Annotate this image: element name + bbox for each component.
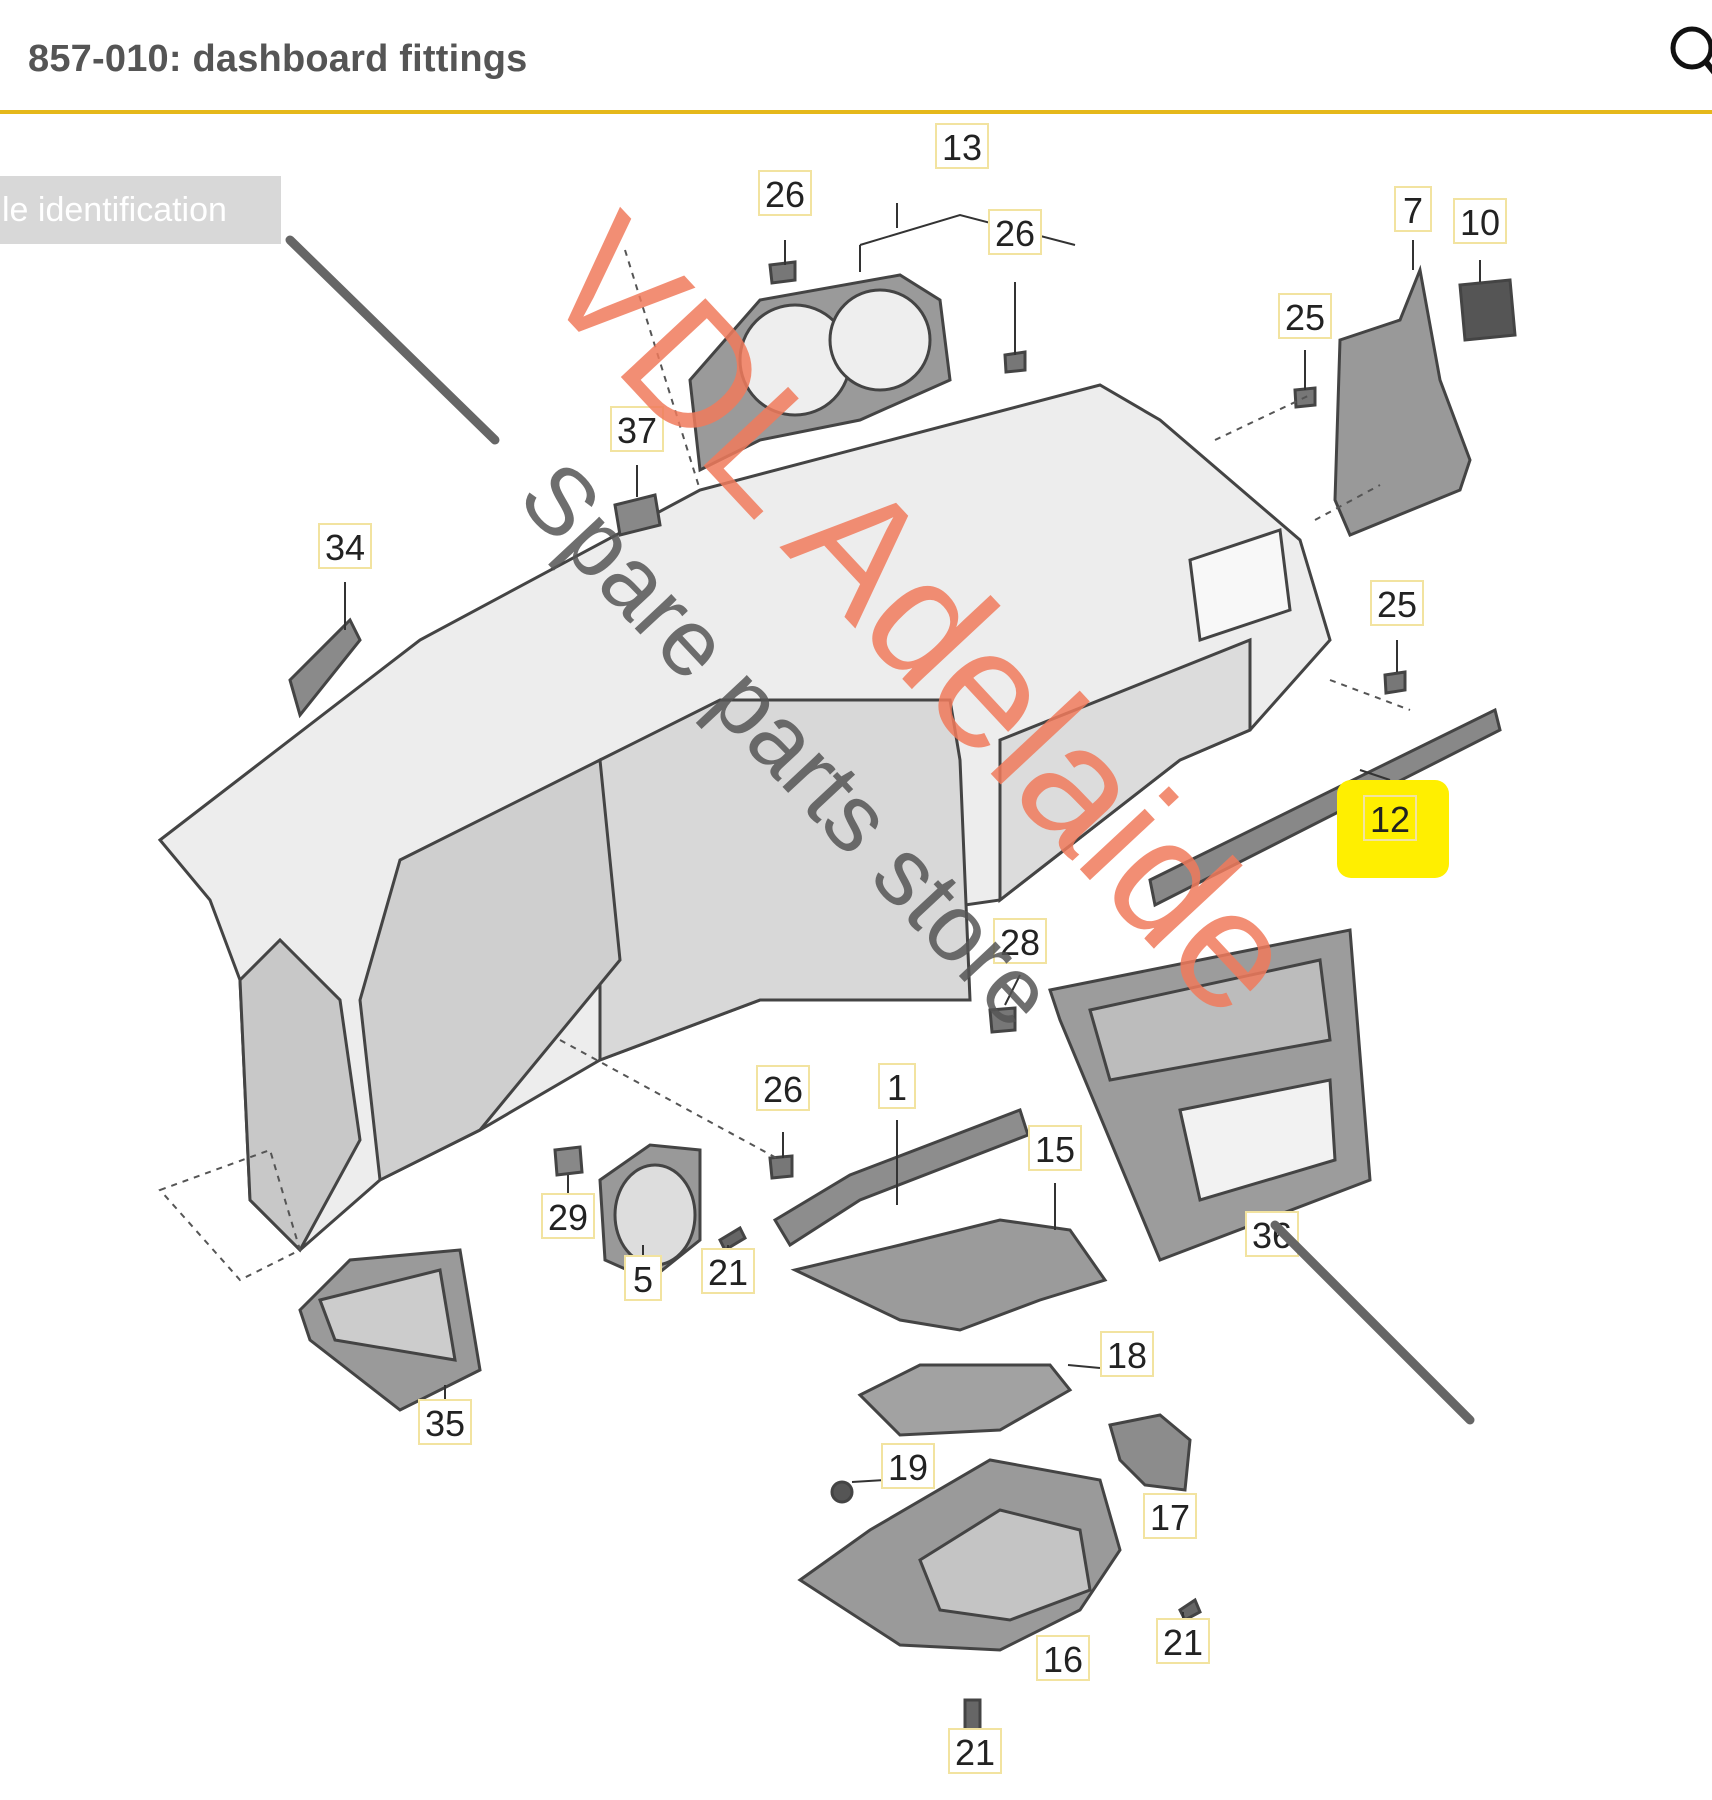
callout-box-19 bbox=[881, 1443, 935, 1489]
callout-box-15 bbox=[1028, 1125, 1082, 1171]
callout-box-16 bbox=[1036, 1635, 1090, 1681]
callout-box-25a bbox=[1278, 293, 1332, 339]
callout-box-5 bbox=[624, 1255, 662, 1301]
part-37 bbox=[613, 493, 662, 537]
callout-label-37[interactable]: 37 bbox=[617, 410, 657, 451]
parts-illustration bbox=[157, 260, 1517, 1732]
callout-label-18[interactable]: 18 bbox=[1107, 1335, 1147, 1376]
callout-label-26c[interactable]: 26 bbox=[763, 1069, 803, 1110]
callout-label-21b[interactable]: 21 bbox=[1163, 1622, 1203, 1663]
left-air-vent bbox=[288, 617, 362, 719]
callout-label-26b[interactable]: 26 bbox=[995, 213, 1035, 254]
screw-21-a bbox=[718, 1225, 747, 1253]
callout-box-28 bbox=[993, 918, 1047, 964]
callout-label-35[interactable]: 35 bbox=[425, 1403, 465, 1444]
page-header: 857-010: dashboard fittings bbox=[0, 0, 1712, 114]
callout-label-34[interactable]: 34 bbox=[325, 527, 365, 568]
callout-label-25a[interactable]: 25 bbox=[1285, 297, 1325, 338]
clip-28 bbox=[988, 1006, 1017, 1034]
callout-box-34 bbox=[318, 523, 372, 569]
callout-box-7 bbox=[1394, 186, 1432, 232]
callout-label-1[interactable]: 1 bbox=[887, 1067, 907, 1108]
vehicle-identification-label: le identification bbox=[2, 191, 227, 229]
callout-label-21a[interactable]: 21 bbox=[708, 1252, 748, 1293]
callout-label-7[interactable]: 7 bbox=[1403, 190, 1423, 231]
callout-label-15[interactable]: 15 bbox=[1035, 1129, 1075, 1170]
part-17 bbox=[1108, 1413, 1192, 1492]
vehicle-identification-button[interactable]: le identification bbox=[0, 176, 281, 244]
callout-box-21a bbox=[701, 1248, 755, 1294]
callout-label-13[interactable]: 13 bbox=[942, 127, 982, 168]
callout-box-1 bbox=[878, 1063, 916, 1109]
callout-label-26a[interactable]: 26 bbox=[765, 174, 805, 215]
pointer-arrows bbox=[285, 235, 1475, 1425]
clip-25-right bbox=[1383, 670, 1407, 695]
callout-box-26b bbox=[988, 209, 1042, 255]
callout-box-18 bbox=[1100, 1331, 1154, 1377]
shroud-part-15 bbox=[790, 1218, 1108, 1332]
callout-box-21c bbox=[948, 1728, 1002, 1774]
clip-26-bottom bbox=[768, 1154, 794, 1180]
callout-label-10[interactable]: 10 bbox=[1460, 202, 1500, 243]
callout-box-21b bbox=[1156, 1618, 1210, 1664]
side-cover-panel bbox=[1333, 264, 1472, 537]
part-19 bbox=[830, 1480, 854, 1504]
callout-box-26c bbox=[756, 1065, 810, 1111]
callout-box-25b bbox=[1370, 580, 1424, 626]
callout-label-21c[interactable]: 21 bbox=[955, 1732, 995, 1773]
part-29 bbox=[553, 1145, 584, 1177]
magnifier-icon bbox=[1670, 26, 1712, 75]
callout-box-10 bbox=[1453, 198, 1507, 244]
callout-label-17[interactable]: 17 bbox=[1150, 1497, 1190, 1538]
callout-label-19[interactable]: 19 bbox=[888, 1447, 928, 1488]
header-divider bbox=[0, 110, 1712, 114]
trim-strip bbox=[1148, 707, 1502, 908]
callout-box-37 bbox=[610, 406, 664, 452]
callout-box-12 bbox=[1363, 795, 1417, 841]
clip-26-top bbox=[768, 260, 797, 285]
search-button[interactable] bbox=[1662, 22, 1712, 78]
callout-box-17 bbox=[1143, 1493, 1197, 1539]
callout-label-29[interactable]: 29 bbox=[548, 1197, 588, 1238]
callout-label-12[interactable]: 12 bbox=[1370, 799, 1410, 840]
callout-box-35 bbox=[418, 1399, 472, 1445]
tray-part-18 bbox=[857, 1363, 1073, 1437]
callout-label-16[interactable]: 16 bbox=[1043, 1639, 1083, 1680]
page-title: 857-010: dashboard fittings bbox=[28, 38, 528, 80]
callout-box-36 bbox=[1245, 1211, 1299, 1257]
callout-box-26a bbox=[758, 170, 812, 216]
callout-label-28[interactable]: 28 bbox=[1000, 922, 1040, 963]
callout-label-25b[interactable]: 25 bbox=[1377, 584, 1417, 625]
callout-box-29 bbox=[541, 1193, 595, 1239]
clip-26-right bbox=[1003, 350, 1027, 374]
callout-label-5[interactable]: 5 bbox=[633, 1259, 653, 1300]
switch-module bbox=[1458, 278, 1517, 342]
callout-box-13 bbox=[935, 123, 989, 169]
screw-21-c bbox=[963, 1698, 982, 1732]
